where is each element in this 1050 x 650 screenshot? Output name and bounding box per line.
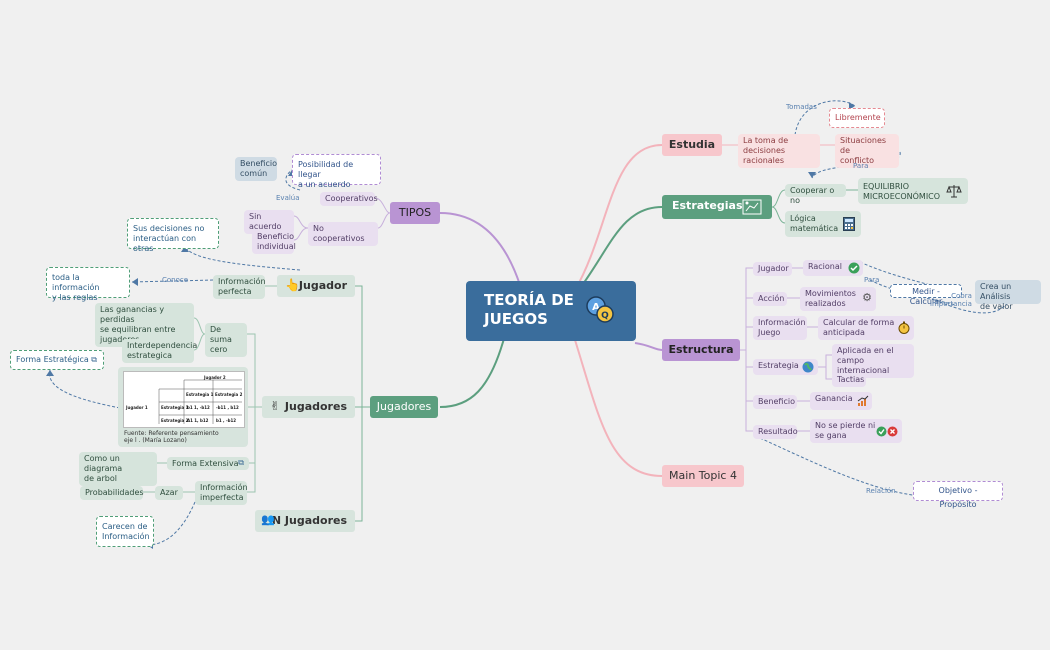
node-beneficio-comun[interactable]: Beneficio común (235, 157, 277, 181)
external-link-icon: ⧉ (238, 458, 244, 467)
globe-icon (802, 361, 814, 373)
note-posibilidad-acuerdo[interactable]: Posibilidad de llegar a un acuerdo (292, 154, 381, 189)
svg-text:A: A (592, 302, 600, 313)
topic-jugadores-label: Jugadores (376, 400, 432, 413)
check-circle-icon (848, 262, 860, 274)
node-probabilidades[interactable]: Probabilidades (80, 486, 144, 500)
note-carecen[interactable]: Carecen de Información (96, 516, 154, 547)
topic-main-4[interactable]: Main Topic 4 (662, 465, 744, 487)
topic-estudia[interactable]: Estudia (662, 134, 722, 156)
node-azar[interactable]: Azar (155, 486, 183, 500)
node-jugadores[interactable]: ✌ Jugadores (262, 396, 355, 418)
relation-evalua: Evalúa (276, 194, 300, 202)
gears-icon: ⚙ (862, 291, 872, 304)
node-jugador[interactable]: 👆 Jugador (277, 275, 355, 297)
check-cross-icon (876, 426, 898, 437)
node-beneficio-individual[interactable]: Beneficio individual (252, 230, 296, 254)
strategy-board-icon (742, 199, 762, 215)
node-info-perfecta[interactable]: Información perfecta (213, 275, 266, 299)
note-objetivo[interactable]: Objetivo - Propósito (913, 481, 1003, 509)
stopwatch-icon (898, 321, 910, 334)
node-calcular[interactable]: Calcular de forma anticipada (818, 316, 914, 340)
node-movimientos[interactable]: Movimientos realizados ⚙ (800, 287, 876, 311)
node-situaciones-conflicto[interactable]: Situaciones de conflicto (835, 134, 899, 168)
topic-estructura-label: Estructura (668, 343, 734, 356)
central-topic[interactable]: TEORÍA DE JUEGOS A Q (466, 281, 636, 341)
topic-estrategias[interactable]: Estrategias (662, 195, 772, 219)
pointing-hand-icon: 👆 (285, 278, 300, 292)
matrix-caption: Fuente: Referente pensamiento eje l . (M… (124, 430, 219, 444)
node-resultado[interactable]: Resultado (753, 425, 798, 439)
node-beneficio-estructura[interactable]: Beneficio (753, 395, 797, 409)
relation-tomadas: Tomadas (786, 103, 817, 111)
note-sus-decisiones[interactable]: Sus decisiones no interactúan con otras (127, 218, 219, 253)
matrix-c22: b1 , -b12 (216, 418, 237, 423)
topic-estructura[interactable]: Estructura (662, 339, 740, 361)
node-jugador-estructura[interactable]: Jugador (753, 262, 792, 276)
note-medir-calcular[interactable]: Medir - Calcular (890, 284, 962, 306)
matrix-title: Jugador 2 (204, 375, 226, 380)
node-info-imperfecta[interactable]: Información imperfecta (195, 481, 248, 505)
payoff-matrix-grid (158, 379, 242, 424)
balance-scale-icon (946, 185, 962, 198)
topic-estrategias-label: Estrategias (672, 199, 743, 212)
node-diagrama[interactable]: Como un diagrama de arbol (79, 452, 157, 486)
node-forma-extensiva[interactable]: Forma Extensiva ⧉ (167, 457, 249, 470)
node-accion[interactable]: Acción (753, 292, 787, 306)
node-aplicada[interactable]: Aplicada en el campo internacional (832, 344, 914, 378)
node-equilibrio[interactable]: EQUILIBRIO MICROECONÓMICO (858, 178, 968, 204)
relation-para-estudia: Para (853, 162, 869, 170)
node-suma-cero[interactable]: De suma cero (205, 323, 247, 357)
node-cooperar[interactable]: Cooperar o no (785, 184, 846, 205)
matrix-row1: Estrategia 1 (161, 405, 189, 410)
topic-jugadores[interactable]: Jugadores (370, 396, 438, 418)
note-forma-estrategica[interactable]: Forma Estratégica ⧉ (10, 350, 104, 370)
node-racional[interactable]: Racional (803, 260, 863, 276)
node-logica[interactable]: Lógica matemática (785, 211, 861, 237)
payoff-matrix: Jugador 2 Jugador 1 Estrategia 1 Estrate… (123, 371, 245, 428)
peace-hand-icon: ✌ (270, 399, 281, 413)
calculator-icon (843, 217, 855, 231)
payoff-matrix-image: Jugador 2 Jugador 1 Estrategia 1 Estrate… (118, 367, 248, 447)
node-no-cooperativos[interactable]: No cooperativos (308, 222, 378, 246)
group-people-icon: 👥 (261, 513, 275, 526)
topic-tipos[interactable]: TIPOS (390, 202, 440, 224)
node-info-juego[interactable]: Información Juego (753, 316, 807, 340)
matrix-col2: Estrategia 2 (215, 392, 243, 397)
matrix-row2: Estrategia 2 (161, 418, 189, 423)
node-tactias[interactable]: Tactias (832, 373, 866, 387)
relation-relacion: Relación (866, 487, 896, 495)
central-topic-title: TEORÍA DE JUEGOS (484, 291, 574, 328)
svg-text:Q: Q (601, 311, 609, 321)
relation-para-estructura: Para (864, 276, 880, 284)
topic-tipos-label: TIPOS (398, 206, 432, 219)
node-toma-decisiones[interactable]: La toma de decisiones racionales (738, 134, 820, 168)
matrix-col1: Estrategia 1 (186, 392, 214, 397)
node-cooperativos[interactable]: Cooperativos (320, 192, 378, 206)
topic-estudia-label: Estudia (668, 138, 716, 151)
matrix-c12: -b11 , b12 (216, 405, 239, 410)
node-interdependencia[interactable]: Interdependencia estrategica (122, 339, 197, 363)
note-toda-info[interactable]: toda la información y las reglas (46, 267, 130, 302)
matrix-row-label: Jugador 1 (126, 405, 148, 410)
matrix-c21: A1 1, b12 (187, 418, 209, 423)
matrix-c11: b1 1, -b12 (187, 405, 210, 410)
node-no-pierde[interactable]: No se pierde ni se gana (810, 419, 902, 443)
node-ganancia[interactable]: Ganancia (810, 392, 872, 410)
external-link-icon: ⧉ (91, 355, 97, 364)
chart-growth-icon (857, 395, 869, 406)
node-crea-analisis[interactable]: Crea un Análisis de valor (975, 280, 1041, 311)
node-n-jugadores[interactable]: 👥 N Jugadores (255, 510, 355, 532)
relation-cobra: Cobra importancia (930, 292, 972, 308)
relation-conoce: Conoce (162, 276, 189, 284)
qa-chat-icon: A Q (586, 296, 614, 323)
note-libremente[interactable]: Libremente (829, 108, 885, 128)
node-estrategia-estructura[interactable]: Estrategia (753, 359, 818, 375)
